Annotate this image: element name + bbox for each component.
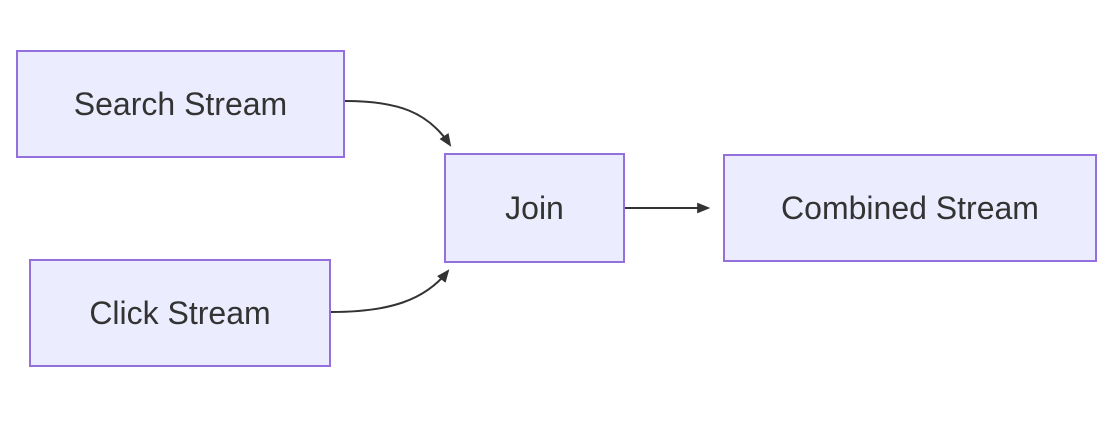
node-label: Search Stream (73, 85, 288, 122)
node-combined-stream: Combined Stream (723, 154, 1097, 262)
node-click-stream: Click Stream (29, 259, 331, 367)
edge-search-to-join (344, 100, 452, 147)
node-search-stream: Search Stream (16, 50, 345, 158)
node-label: Click Stream (89, 294, 271, 331)
node-label: Combined Stream (781, 189, 1039, 226)
node-join: Join (444, 153, 625, 263)
edge-click-to-join (330, 269, 450, 313)
node-label: Join (505, 189, 564, 226)
